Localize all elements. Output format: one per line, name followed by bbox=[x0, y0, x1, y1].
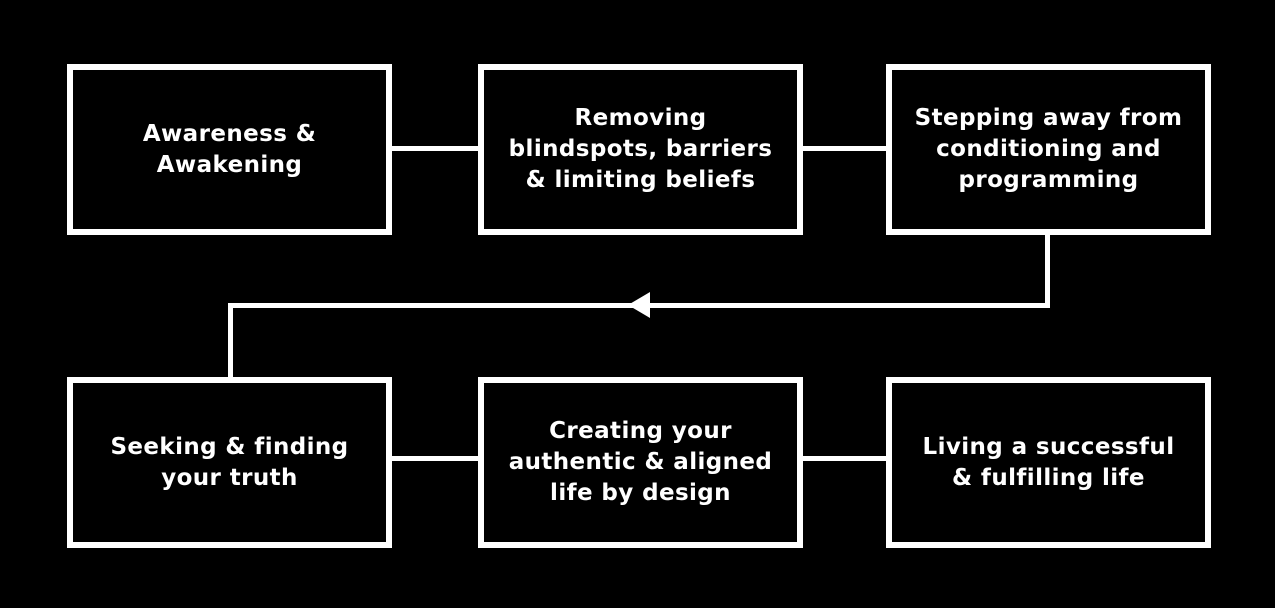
arrowhead-left-icon bbox=[628, 292, 650, 318]
node-label-line: Removing bbox=[574, 105, 707, 131]
node-label-line: programming bbox=[958, 167, 1139, 193]
node-stepping-away: Stepping away from conditioning and prog… bbox=[886, 64, 1211, 235]
node-label-line: conditioning and bbox=[936, 136, 1161, 162]
node-label-line: life by design bbox=[550, 480, 731, 506]
node-label-line: Stepping away from bbox=[914, 105, 1183, 131]
node-label-line: Awakening bbox=[156, 151, 303, 178]
connector-seeking-to-creating bbox=[392, 456, 478, 461]
connector-awareness-to-removing bbox=[392, 146, 478, 151]
node-awareness-awakening: Awareness & Awakening bbox=[67, 64, 392, 235]
node-label-line: & limiting beliefs bbox=[525, 167, 756, 193]
node-label: Seeking & finding your truth bbox=[73, 432, 386, 494]
node-label: Living a successful & fulfilling life bbox=[892, 432, 1205, 494]
node-living-life: Living a successful & fulfilling life bbox=[886, 377, 1211, 548]
connector-removing-to-stepping bbox=[803, 146, 886, 151]
connector-stepping-down-segment bbox=[1045, 235, 1050, 308]
node-label-line: Seeking & finding bbox=[110, 433, 349, 460]
node-label-line: your truth bbox=[161, 464, 298, 491]
node-label: Stepping away from conditioning and prog… bbox=[892, 103, 1205, 196]
node-creating-life: Creating your authentic & aligned life b… bbox=[478, 377, 803, 548]
node-label-line: blindspots, barriers bbox=[508, 136, 773, 162]
node-seeking-truth: Seeking & finding your truth bbox=[67, 377, 392, 548]
node-label: Awareness & Awakening bbox=[73, 119, 386, 181]
node-label: Creating your authentic & aligned life b… bbox=[484, 416, 797, 509]
node-removing-blindspots: Removing blindspots, barriers & limiting… bbox=[478, 64, 803, 235]
connector-creating-to-living bbox=[803, 456, 886, 461]
connector-down-to-seeking-segment bbox=[228, 303, 233, 377]
node-label-line: authentic & aligned bbox=[508, 449, 773, 475]
node-label-line: & fulfilling life bbox=[952, 464, 1145, 491]
node-label-line: Creating your bbox=[549, 418, 732, 444]
node-label-line: Living a successful bbox=[922, 433, 1175, 460]
node-label-line: Awareness & bbox=[142, 120, 317, 147]
node-label: Removing blindspots, barriers & limiting… bbox=[484, 103, 797, 196]
